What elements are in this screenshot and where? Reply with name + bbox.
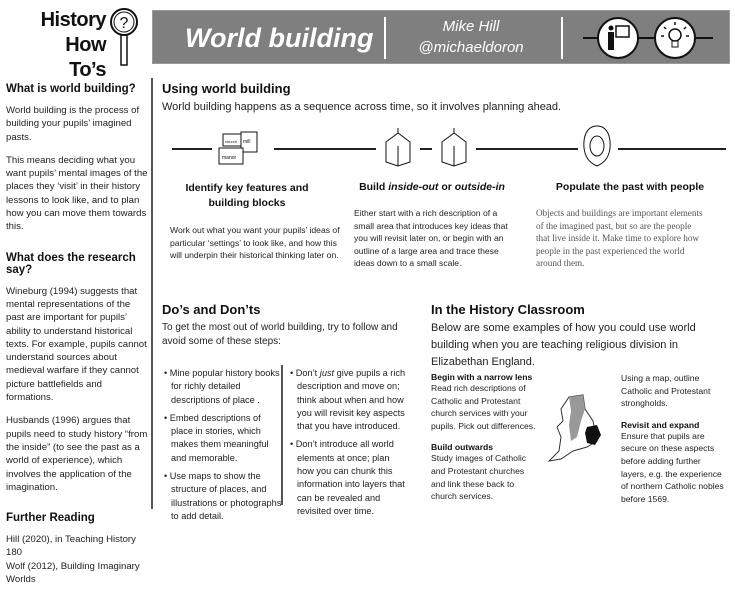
classroom-left: Begin with a narrow lens Read rich descr… xyxy=(431,372,536,513)
castle-inside-out-icon xyxy=(385,128,411,167)
list-item: Use maps to show the structure of places… xyxy=(162,470,282,523)
item-text: Read rich descriptions of Catholic and P… xyxy=(431,383,536,431)
divider xyxy=(281,365,283,505)
divider xyxy=(384,17,386,59)
page-title: World building xyxy=(185,23,374,53)
step-title: Build inside-out or outside-in xyxy=(359,181,505,193)
teacher-board-icon xyxy=(597,17,639,59)
section-title: What is world building? xyxy=(6,83,136,95)
magnifier-question-icon: ? xyxy=(110,8,138,66)
author-handle: @michaeldoron xyxy=(418,39,524,56)
step-text: Objects and buildings are important elem… xyxy=(536,208,703,269)
step-title: Identify key features and building block… xyxy=(185,182,309,209)
building-blocks-icon: church mill manor xyxy=(218,131,258,165)
list-item: Embed descriptions of place in stories, … xyxy=(162,412,282,465)
header-banner: World building Mike Hill @michaeldoron xyxy=(152,10,730,64)
svg-text:?: ? xyxy=(120,15,129,32)
england-map-icon xyxy=(547,394,601,462)
divider xyxy=(561,17,563,59)
item-text: Ensure that pupils are secure on these a… xyxy=(621,430,724,504)
section-title: Do’s and Don’ts xyxy=(162,302,261,317)
item-title: Begin with a narrow lens xyxy=(431,372,533,382)
list-item: Mine popular history books for richly de… xyxy=(162,367,282,407)
list-item: Don’t just give pupils a rich descriptio… xyxy=(288,367,408,433)
section-intro: Below are some examples of how you could… xyxy=(431,322,696,368)
item-title: Build outwards xyxy=(431,442,494,453)
list-item: Don’t introduce all world elements at on… xyxy=(288,438,408,518)
step-text: Work out what you want your pupils’ idea… xyxy=(170,225,340,261)
step-title: Populate the past with people xyxy=(555,181,705,193)
author-name: Mike Hill xyxy=(442,18,500,35)
section-title: Using world building xyxy=(162,81,291,96)
reference: Wolf (2012), Building Imaginary Worlds xyxy=(6,560,140,586)
paragraph: World building is the process of buildin… xyxy=(6,105,140,143)
block-label: manor xyxy=(222,155,237,161)
paragraph: This means deciding what you want pupils… xyxy=(6,154,148,233)
author: Mike Hill @michaeldoron xyxy=(391,16,551,58)
section-title: Further Reading xyxy=(6,512,95,525)
item-text: Study images of Catholic and Protestant … xyxy=(431,453,527,502)
logo: History How To’s xyxy=(28,8,107,83)
section-title: In the History Classroom xyxy=(431,302,585,317)
step-text: Either start with a rich description of … xyxy=(354,208,508,269)
person-face-icon xyxy=(583,125,611,167)
section-title: What does the research say? xyxy=(6,251,136,276)
timeline-line xyxy=(618,148,726,150)
column-divider xyxy=(151,78,153,509)
paragraph: Husbands (1996) argues that pupils need … xyxy=(6,415,148,493)
item-text: Using a map, outline Catholic and Protes… xyxy=(621,373,711,409)
sidebar: What is world building? World building i… xyxy=(6,83,148,596)
logo-line2: How To’s xyxy=(65,34,106,81)
do-list: Mine popular history books for richly de… xyxy=(162,367,282,528)
reference: Hill (2020), in Teaching History 180 xyxy=(6,534,136,559)
lightbulb-icon xyxy=(654,17,696,59)
block-label: mill xyxy=(243,139,251,145)
item-title: Revisit and expand xyxy=(621,419,700,430)
castle-outside-in-icon xyxy=(441,128,467,167)
teacher-lightbulb-icons xyxy=(583,17,713,59)
section-subtitle: World building happens as a sequence acr… xyxy=(162,101,562,113)
timeline-line xyxy=(476,148,578,150)
paragraph: Wineburg (1994) suggests that mental rep… xyxy=(6,285,147,404)
block-label: church xyxy=(225,139,237,144)
classroom-right: Using a map, outline Catholic and Protes… xyxy=(621,372,726,515)
dont-list: Don’t just give pupils a rich descriptio… xyxy=(288,367,408,523)
logo-line1: History xyxy=(40,9,107,31)
timeline-line xyxy=(420,148,432,150)
timeline-line xyxy=(172,148,212,150)
section-intro: To get the most out of world building, t… xyxy=(162,322,398,347)
timeline-line xyxy=(274,148,376,150)
